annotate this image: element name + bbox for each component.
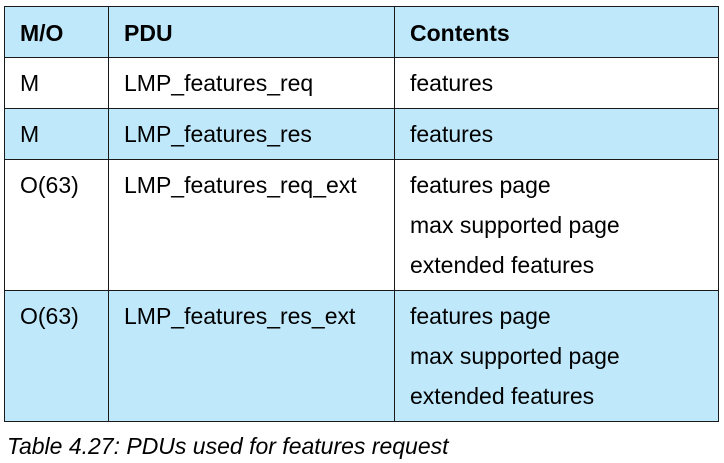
table-row: O(63) LMP_features_res_ext features page… (4, 290, 719, 422)
cell-pdu: LMP_features_res (108, 108, 395, 160)
table-caption: Table 4.27: PDUs used for features reque… (7, 433, 449, 459)
table-row: O(63) LMP_features_req_ext features page… (4, 159, 719, 291)
header-contents: Contents (394, 6, 719, 58)
table-row: M LMP_features_res features (4, 108, 719, 160)
cell-pdu: LMP_features_res_ext (108, 290, 395, 422)
cell-mo: O(63) (4, 290, 109, 422)
contents-line: features (410, 70, 494, 96)
table-row: M LMP_features_req features (4, 57, 719, 109)
cell-mo: M (4, 57, 109, 109)
contents-line: extended features (410, 252, 595, 278)
cell-mo: O(63) (4, 159, 109, 291)
contents-line: features (410, 121, 494, 147)
cell-contents: features page max supported page extende… (394, 159, 719, 291)
header-mo: M/O (4, 6, 109, 58)
contents-line: max supported page (410, 212, 620, 238)
pdu-table-container: M/O PDU Contents M LMP_features_req feat… (4, 6, 719, 422)
cell-pdu: LMP_features_req (108, 57, 395, 109)
contents-line: max supported page (410, 343, 620, 369)
cell-contents: features (394, 57, 719, 109)
cell-contents: features page max supported page extende… (394, 290, 719, 422)
pdu-table: M/O PDU Contents M LMP_features_req feat… (4, 6, 719, 422)
contents-line: features page (410, 303, 551, 329)
contents-line: features page (410, 172, 551, 198)
cell-pdu: LMP_features_req_ext (108, 159, 395, 291)
header-pdu: PDU (108, 6, 395, 58)
cell-contents: features (394, 108, 719, 160)
table-header-row: M/O PDU Contents (4, 6, 719, 58)
cell-mo: M (4, 108, 109, 160)
contents-line: extended features (410, 383, 595, 409)
